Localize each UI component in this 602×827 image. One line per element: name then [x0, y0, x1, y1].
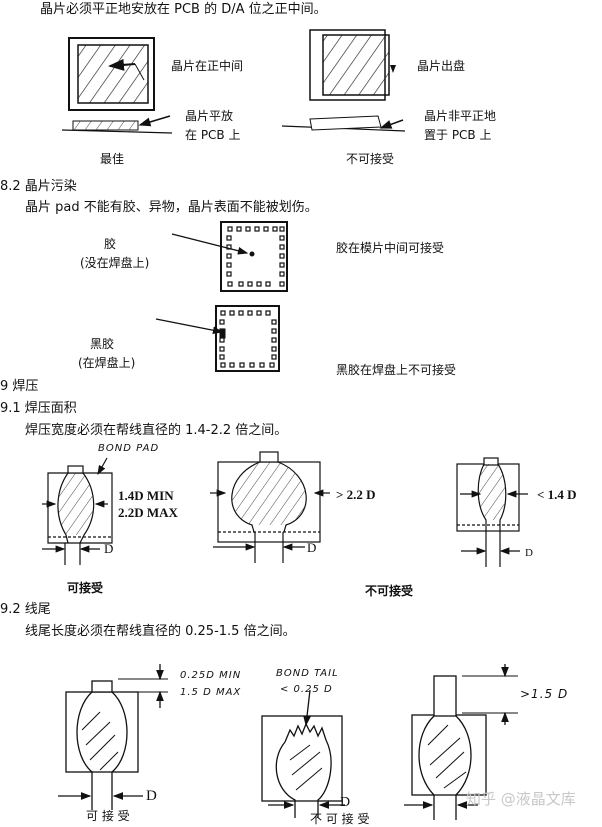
- label-tail-lt-0-25d: < 0.25 D: [280, 684, 333, 695]
- label-glue-on-pad: (在焊盘上): [78, 356, 136, 370]
- die-offset-figure: [281, 29, 406, 132]
- section-8-2-intro: 晶片 pad 不能有胶、异物，晶片表面不能被划伤。: [25, 200, 318, 215]
- label-1-4d-min: 1.4D MIN: [118, 488, 174, 503]
- bond-acceptable-figure: [42, 457, 113, 565]
- result-glue-acceptable: 胶在模片中间可接受: [336, 241, 445, 255]
- label-d-1: D: [104, 541, 114, 556]
- chip-glue-center-figure: [171, 221, 288, 292]
- label-die-tilted-2: 置于 PCB 上: [424, 128, 492, 142]
- label-d-5: D: [340, 795, 351, 810]
- label-glue-not-on-pad: (没在焊盘上): [80, 256, 150, 270]
- section-9-1-heading: 9.1 焊压面积: [0, 401, 77, 416]
- section-8-1-intro: 晶片必须平正地安放在 PCB 的 D/A 位之正中间。: [40, 2, 327, 17]
- section-9-1-intro: 焊压宽度必须在帮线直径的 1.4-2.2 倍之间。: [25, 423, 288, 438]
- caption-unacceptable: 不可接受: [346, 152, 395, 166]
- section-9-heading: 9 焊压: [0, 379, 39, 394]
- label-black-glue: 黑胶: [90, 337, 115, 351]
- result-glue-unacceptable: 黑胶在焊盘上不可接受: [336, 363, 457, 377]
- label-gt-2-2d: > 2.2 D: [336, 487, 376, 502]
- bond-too-narrow-figure: [456, 457, 528, 567]
- bond-too-wide-figure: [210, 451, 330, 563]
- label-0-25d-min: 0.25D MIN: [180, 670, 242, 681]
- caption-tail-acceptable: 可 接 受: [86, 809, 130, 823]
- watermark: 知乎 @液晶文库: [466, 790, 576, 808]
- chip-glue-on-pad-figure: [155, 305, 280, 372]
- label-d-4: D: [146, 788, 157, 804]
- label-d-3: D: [525, 547, 533, 559]
- caption-tail-unacceptable: 不 可 接 受: [310, 812, 370, 826]
- section-8-2-heading: 8.2 晶片污染: [0, 179, 77, 194]
- caption-bond-unacceptable: 不可接受: [365, 584, 414, 598]
- label-lt-1-4d: < 1.4 D: [537, 487, 577, 502]
- section-9-2-intro: 线尾长度必须在帮线直径的 0.25-1.5 倍之间。: [25, 624, 296, 639]
- label-bond-tail: BOND TAIL: [276, 668, 339, 679]
- label-die-flat-1: 晶片平放: [185, 109, 234, 123]
- label-1-5d-max: 1.5 D MAX: [180, 687, 242, 698]
- label-die-centered: 晶片在正中间: [171, 59, 244, 73]
- tail-too-short-figure: [261, 689, 345, 818]
- die-centered-figure: [61, 37, 173, 134]
- label-tail-gt-1-5d: >1.5 D: [520, 687, 569, 701]
- label-die-off-pad: 晶片出盘: [417, 59, 466, 73]
- tail-acceptable-figure: [58, 664, 168, 810]
- label-die-flat-2: 在 PCB 上: [185, 128, 241, 142]
- label-2-2d-max: 2.2D MAX: [118, 505, 178, 520]
- label-die-tilted-1: 晶片非平正地: [424, 109, 497, 123]
- label-d-2: D: [307, 540, 317, 555]
- label-glue: 胶: [104, 237, 117, 251]
- caption-bond-acceptable: 可接受: [67, 581, 104, 595]
- section-9-2-heading: 9.2 线尾: [0, 602, 51, 617]
- caption-best: 最佳: [100, 152, 125, 166]
- tail-too-long-figure: [404, 664, 518, 820]
- label-bond-pad: BOND PAD: [98, 443, 160, 454]
